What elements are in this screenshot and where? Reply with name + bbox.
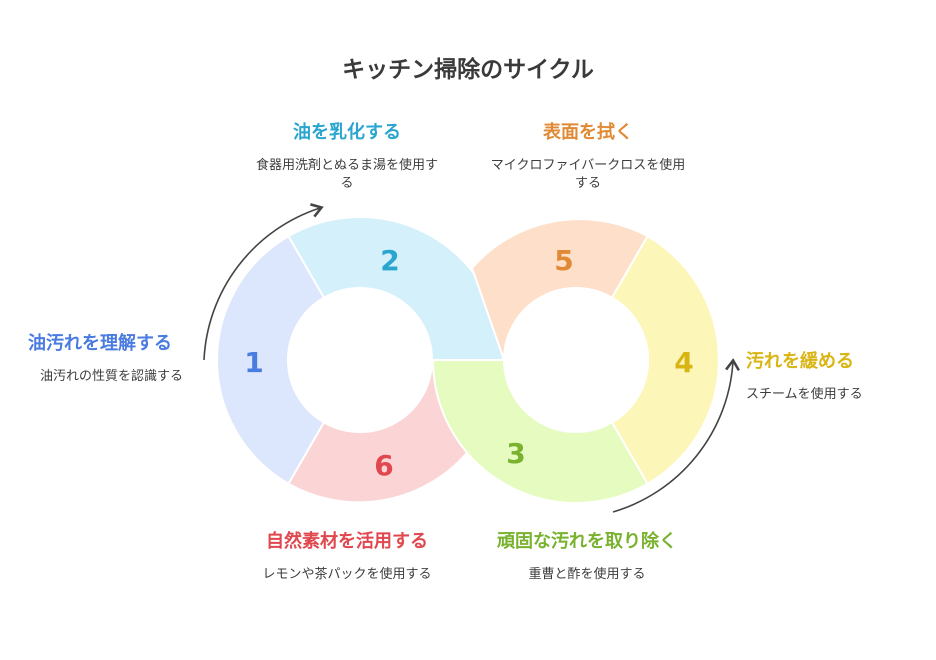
step-6-description: レモンや茶パックを使用する — [262, 567, 432, 582]
step-3-label: 頑固な汚れを取り除く 重曹と酢を使用する — [492, 530, 682, 584]
flow-arrow-left — [203, 203, 324, 361]
step-1-description: 油汚れの性質を認識する — [40, 369, 184, 384]
flow-arrow-right — [612, 358, 740, 513]
segment-number-4: 4 — [674, 346, 693, 379]
segment-number-2: 2 — [380, 244, 399, 277]
step-3-heading: 頑固な汚れを取り除く — [497, 531, 677, 552]
step-6-label: 自然素材を活用する レモンや茶パックを使用する — [252, 530, 442, 584]
step-5-description: マイクロファイバークロスを使用する — [490, 158, 686, 191]
segment-4 — [610, 234, 720, 486]
step-3-description: 重曹と酢を使用する — [528, 567, 646, 582]
segment-number-3: 3 — [506, 437, 525, 470]
step-1-heading: 油汚れを理解する — [28, 333, 172, 354]
step-2-label: 油を乳化する 食器用洗剤とぬるま湯を使用する — [252, 121, 442, 193]
step-4-label: 汚れを緩める スチームを使用する — [746, 350, 916, 404]
segment-1 — [216, 234, 326, 486]
step-4-heading: 汚れを緩める — [746, 351, 854, 372]
step-5-label: 表面を拭く マイクロファイバークロスを使用する — [488, 121, 688, 193]
step-5-heading: 表面を拭く — [543, 122, 633, 143]
step-4-description: スチームを使用する — [746, 387, 863, 402]
segment-3 — [431, 359, 649, 504]
step-2-heading: 油を乳化する — [293, 122, 401, 143]
step-1-label: 油汚れを理解する 油汚れの性質を認識する — [28, 332, 198, 386]
segment-number-1: 1 — [244, 346, 263, 379]
diagram-title: キッチン掃除のサイクル — [342, 57, 594, 83]
step-6-heading: 自然素材を活用する — [266, 531, 428, 552]
segment-number-5: 5 — [554, 244, 573, 277]
segment-2 — [287, 216, 505, 361]
segment-number-6: 6 — [374, 449, 393, 482]
step-2-description: 食器用洗剤とぬるま湯を使用する — [255, 158, 438, 191]
